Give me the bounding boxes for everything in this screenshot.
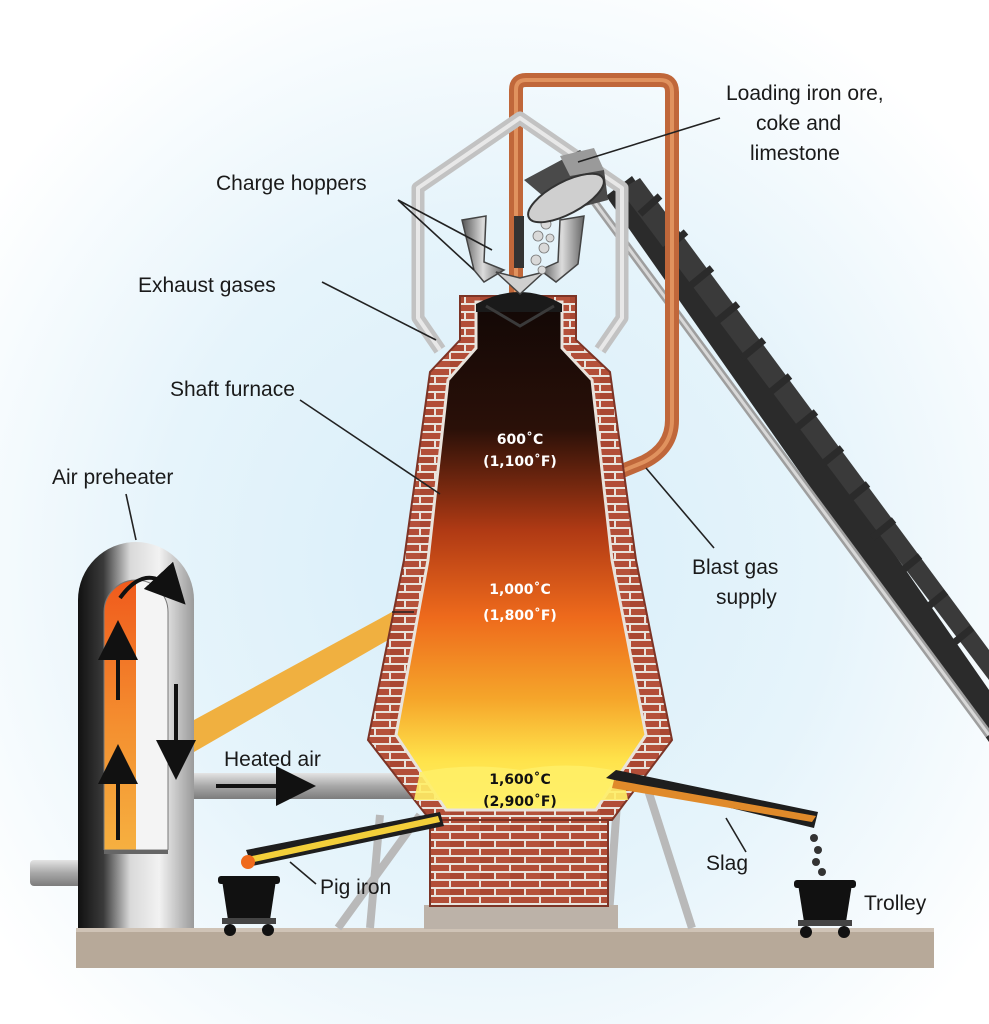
temp-bottom-c: 1,600˚C	[489, 771, 551, 788]
temp-bottom-f: (2,900˚F)	[483, 793, 557, 810]
label-slag: Slag	[706, 852, 748, 875]
label-shaft-furnace: Shaft furnace	[170, 378, 295, 401]
temp-top-c: 600˚C	[497, 431, 544, 448]
charge-hoppers	[461, 215, 585, 296]
temp-top-f: (1,100˚F)	[483, 453, 557, 470]
temp-mid-c: 1,000˚C	[489, 581, 551, 598]
label-blast-gas-line2: supply	[716, 586, 777, 609]
trolley-left	[218, 876, 280, 936]
label-loading-line2: coke and	[756, 112, 841, 135]
leader-lines	[125, 117, 747, 885]
slag-channel	[606, 770, 818, 828]
conveyor-ramp	[586, 176, 989, 742]
label-trolley: Trolley	[864, 892, 927, 915]
pig-iron-channel	[246, 812, 444, 866]
temp-mid-f: (1,800˚F)	[483, 607, 557, 624]
label-pig-iron: Pig iron	[320, 876, 391, 899]
label-heated-air: Heated air	[224, 748, 321, 771]
ground	[76, 928, 934, 968]
label-air-preheater: Air preheater	[52, 466, 173, 489]
preheater-outlet-pipe	[30, 860, 92, 886]
hot-air-duct	[194, 612, 402, 752]
furnace-base-plate	[424, 905, 618, 929]
label-charge-hoppers: Charge hoppers	[216, 172, 367, 195]
trolley-right	[794, 880, 856, 938]
loading-bucket	[524, 148, 608, 224]
label-loading-line3: limestone	[750, 142, 840, 165]
furnace-base-brick	[429, 819, 609, 907]
furnace-core	[394, 300, 648, 812]
label-exhaust-gases: Exhaust gases	[138, 274, 276, 297]
pig-iron-drip	[241, 855, 255, 869]
label-blast-gas-line1: Blast gas	[692, 556, 778, 579]
label-loading-line1: Loading iron ore,	[726, 82, 884, 105]
curved-arrow-icon	[118, 561, 186, 605]
